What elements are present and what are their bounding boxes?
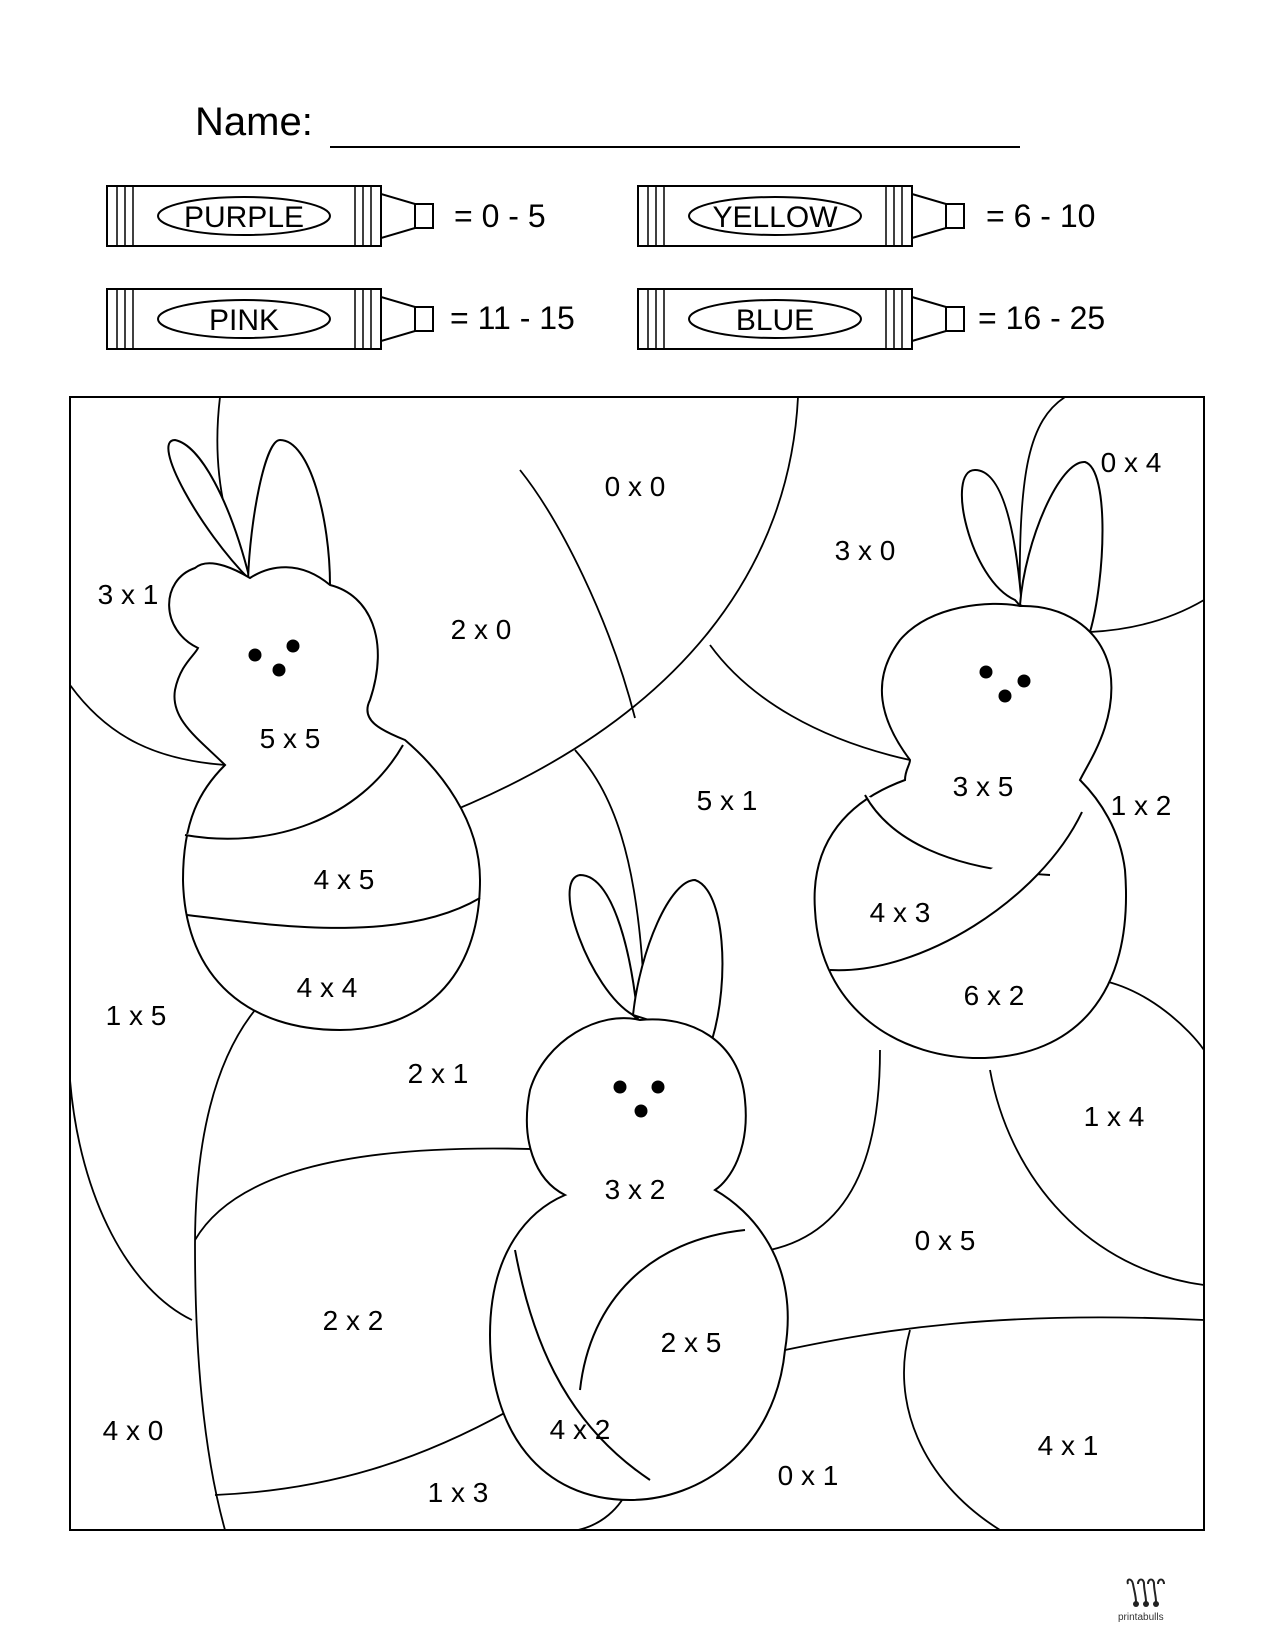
problem-label: 4 x 3 [870, 897, 931, 928]
range-purple: = 0 - 5 [454, 198, 546, 234]
problem-label: 0 x 5 [915, 1225, 976, 1256]
range-pink: = 11 - 15 [450, 300, 575, 336]
bunny-right-icon [813, 460, 1127, 1060]
bull-logo-icon [1126, 1578, 1165, 1607]
brand-logo-text: printabulls [1118, 1612, 1164, 1623]
crayon-pink-icon: PINK [106, 288, 434, 350]
name-label: Name: [195, 100, 313, 144]
problem-label: 3 x 2 [605, 1174, 666, 1205]
crayon-label-yellow: YELLOW [712, 201, 838, 234]
problem-label: 5 x 1 [697, 785, 758, 816]
problem-label: 3 x 5 [953, 771, 1014, 802]
crayon-blue-icon: BLUE [637, 288, 965, 350]
problem-label: 2 x 1 [408, 1058, 469, 1089]
bunny-left-eye [248, 648, 262, 662]
problem-label: 2 x 0 [451, 614, 512, 645]
problem-label: 4 x 2 [550, 1414, 611, 1445]
problem-label: 4 x 0 [103, 1415, 164, 1446]
bunny-right-eye [979, 665, 993, 679]
bunny-right-eye [1017, 674, 1031, 688]
bunny-middle-nose [634, 1104, 648, 1118]
bunny-middle-eye [651, 1080, 665, 1094]
problem-label: 4 x 4 [297, 972, 358, 1003]
problem-label: 1 x 5 [106, 1000, 167, 1031]
bunny-middle-icon [488, 873, 789, 1502]
problem-label: 0 x 1 [778, 1460, 839, 1491]
bunny-left-icon [167, 438, 482, 1032]
crayon-label-blue: BLUE [736, 304, 814, 337]
name-input-line[interactable] [330, 146, 1020, 148]
problem-label: 0 x 0 [605, 471, 666, 502]
problem-label: 1 x 4 [1084, 1101, 1145, 1132]
problem-label: 2 x 5 [661, 1327, 722, 1358]
range-yellow: = 6 - 10 [986, 198, 1096, 234]
problem-label: 4 x 1 [1038, 1430, 1099, 1461]
range-blue: = 16 - 25 [978, 300, 1106, 336]
bunny-left-nose [272, 663, 286, 677]
problem-label: 3 x 1 [98, 579, 159, 610]
bunny-middle-eye [613, 1080, 627, 1094]
problem-label: 3 x 0 [835, 535, 896, 566]
problem-label: 4 x 5 [314, 864, 375, 895]
problem-label: 5 x 5 [260, 723, 321, 754]
problem-label: 1 x 3 [428, 1477, 489, 1508]
crayon-yellow-icon: YELLOW [637, 185, 965, 247]
bunny-left-eye [286, 639, 300, 653]
picture-frame [69, 396, 1205, 1531]
problem-label: 1 x 2 [1111, 790, 1172, 821]
crayon-purple-icon: PURPLE [106, 185, 434, 247]
problem-label: 0 x 4 [1101, 447, 1162, 478]
problem-label: 6 x 2 [964, 980, 1025, 1011]
crayon-label-purple: PURPLE [184, 201, 304, 234]
problem-label: 2 x 2 [323, 1305, 384, 1336]
crayon-label-pink: PINK [209, 304, 279, 337]
bunny-right-nose [998, 689, 1012, 703]
